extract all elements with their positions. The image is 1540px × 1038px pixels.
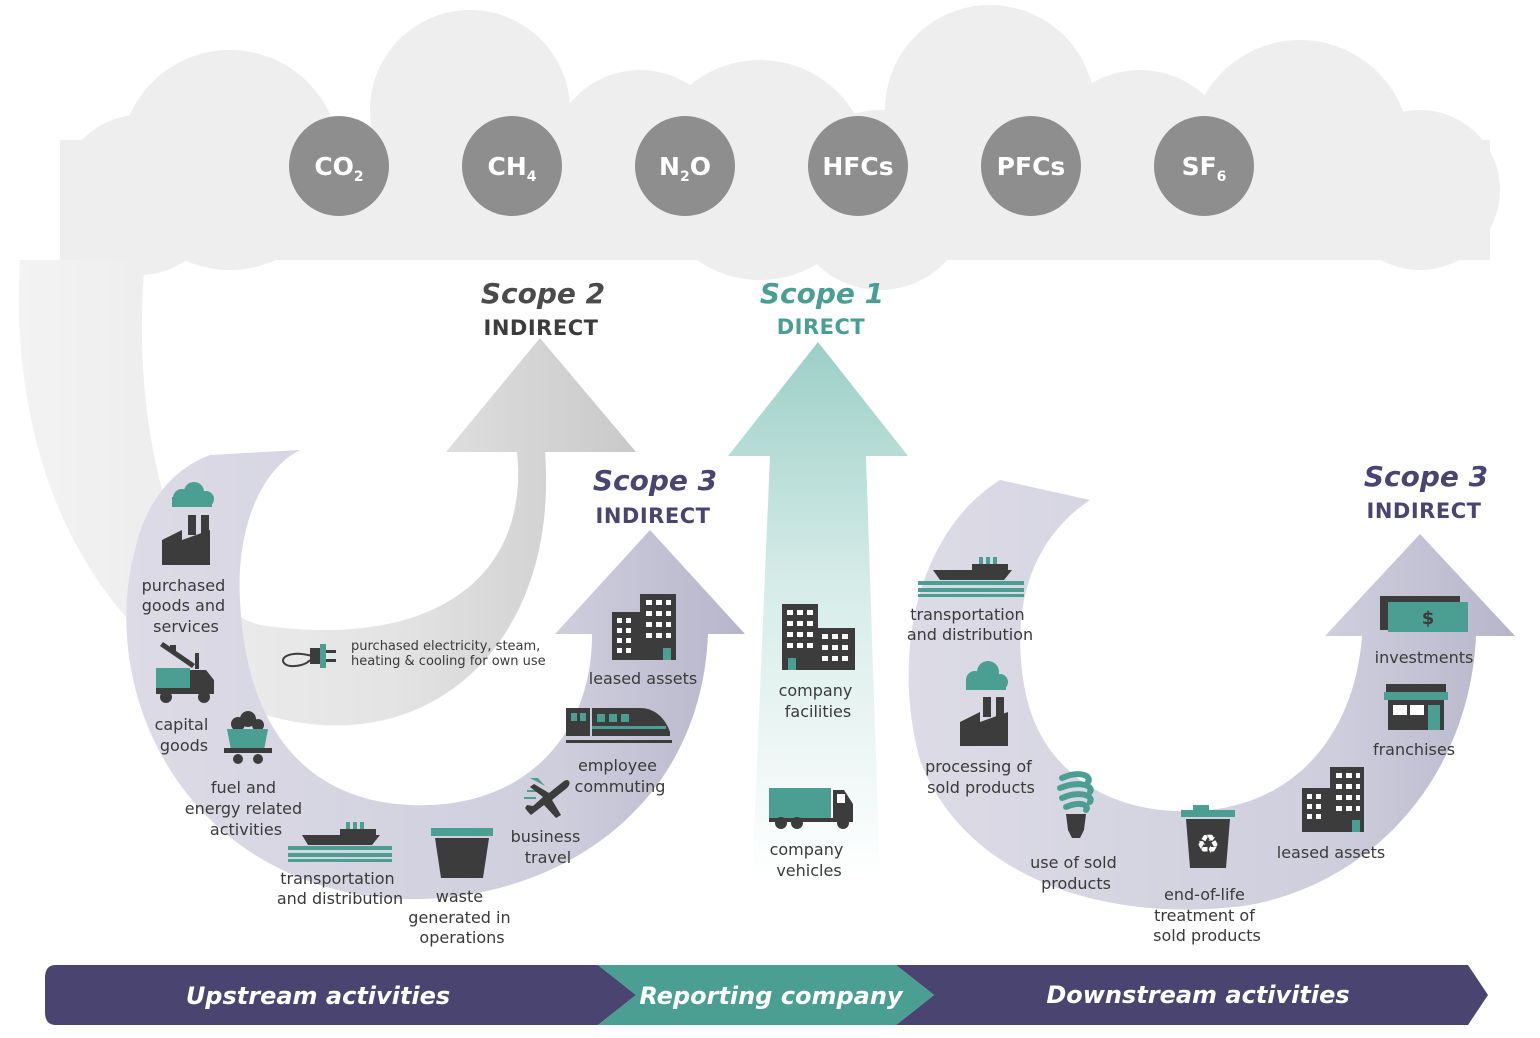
- factory-cloud-icon-downstream: [960, 661, 1008, 746]
- cloud-band: [60, 5, 1500, 290]
- gas-circle: [462, 116, 562, 216]
- label-upstream-leased-assets: leased assets: [589, 669, 697, 688]
- label-company-vehicles: company vehicles: [770, 840, 849, 880]
- office-building-icon-downstream: [1302, 767, 1364, 832]
- gas-n2o: N2O: [659, 152, 711, 185]
- gas-circle: [289, 116, 389, 216]
- label-purchased-electricity: purchased electricity, steam, heating & …: [351, 639, 546, 669]
- gas-circle: [1154, 116, 1254, 216]
- delivery-truck-icon: [769, 788, 853, 829]
- scope2-subtitle: INDIRECT: [484, 316, 599, 340]
- scope3-downstream-title: Scope 3: [1364, 460, 1488, 493]
- band-downstream: [896, 965, 1488, 1025]
- label-downstream-leased-assets: leased assets: [1277, 843, 1385, 862]
- light-bulb-icon: [1057, 771, 1094, 838]
- scope3-downstream-subtitle: INDIRECT: [1367, 499, 1482, 523]
- band-reporting: [598, 965, 934, 1025]
- scope3-upstream-subtitle: INDIRECT: [596, 504, 711, 528]
- label-upstream-transport: transportation and distribution: [277, 869, 403, 908]
- band-upstream-label: Upstream activities: [186, 982, 450, 1010]
- money-icon: $: [1380, 596, 1468, 632]
- svg-text:♻: ♻: [1196, 830, 1219, 860]
- band-upstream: [45, 965, 636, 1025]
- scope3-upstream-arrow: [126, 450, 745, 900]
- scope1-title: Scope 1: [760, 277, 884, 310]
- mine-cart-icon: [224, 711, 272, 764]
- factory-cloud-icon: [162, 482, 214, 565]
- crane-truck-icon: [156, 642, 214, 703]
- recycle-bin-icon: ♻: [1181, 805, 1235, 868]
- gas-circle: [808, 116, 908, 216]
- gas-circle: [635, 116, 735, 216]
- gas-co2: CO2: [314, 152, 363, 185]
- dumpster-icon: [431, 828, 493, 878]
- scope3-upstream-title: Scope 3: [593, 464, 717, 497]
- money-symbol: $: [1422, 608, 1435, 629]
- label-processing: processing of sold products: [925, 757, 1037, 797]
- label-fuel-energy: fuel and energy related activities: [185, 778, 308, 839]
- label-franchises: franchises: [1373, 740, 1455, 759]
- label-downstream-transport: transportation and distribution: [907, 605, 1033, 644]
- label-company-facilities: company facilities: [779, 681, 858, 721]
- label-use-of-sold-products: use of sold products: [1030, 853, 1122, 893]
- gas-pfcs: PFCs: [997, 152, 1066, 181]
- storefront-icon: [1384, 684, 1448, 730]
- label-end-of-life: end-of-life treatment of sold products: [1153, 885, 1261, 945]
- label-business-travel: business travel: [511, 827, 586, 867]
- gas-hfcs: HFCs: [822, 152, 893, 181]
- company-facilities-icon: [782, 604, 855, 670]
- scope2-title: Scope 2: [481, 277, 605, 310]
- ship-icon-downstream: [918, 557, 1024, 597]
- upstream-labels: purchased goods and services capital goo…: [142, 576, 698, 947]
- label-purchased-goods: purchased goods and services: [142, 576, 231, 636]
- gas-list: CO2 CH4 N2O HFCs PFCs SF6: [289, 116, 1254, 216]
- office-building-icon: [612, 594, 676, 660]
- scope1-subtitle: DIRECT: [777, 315, 866, 339]
- activity-band: Upstream activities Reporting company Do…: [45, 965, 1488, 1025]
- plug-icon: [282, 644, 336, 668]
- label-capital-goods: capital goods: [155, 715, 214, 755]
- gas-ch4: CH4: [487, 152, 536, 185]
- band-downstream-label: Downstream activities: [1046, 981, 1349, 1009]
- ship-icon: [288, 822, 392, 862]
- train-icon: [566, 708, 672, 743]
- gas-circle: [981, 116, 1081, 216]
- gas-sf6: SF6: [1182, 152, 1227, 185]
- band-reporting-label: Reporting company: [639, 982, 904, 1010]
- label-investments: investments: [1375, 648, 1474, 667]
- label-waste: waste generated in operations: [408, 887, 515, 947]
- airplane-icon: [524, 778, 570, 818]
- label-employee-commuting: employee commuting: [575, 756, 666, 796]
- downstream-labels: transportation and distribution processi…: [907, 605, 1474, 945]
